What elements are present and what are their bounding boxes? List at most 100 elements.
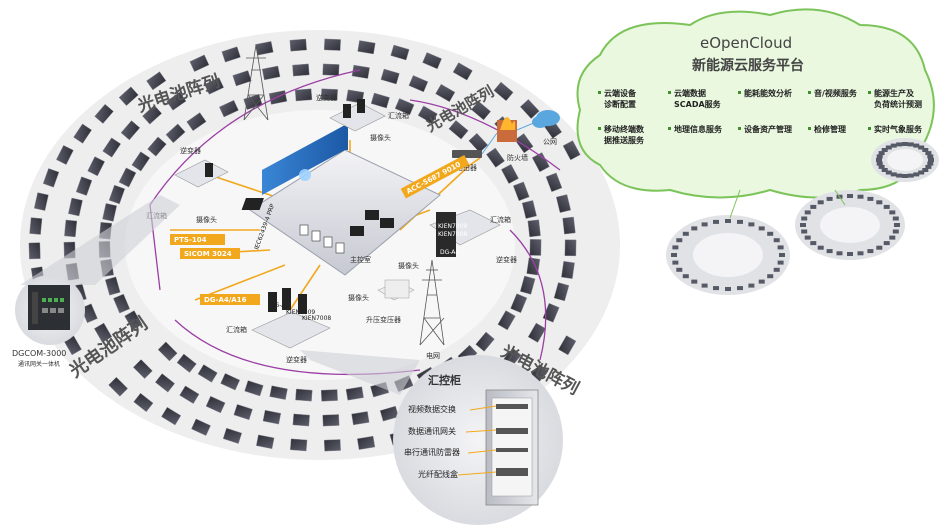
- panel-bottom: [322, 414, 340, 427]
- panel-bottom: [205, 395, 226, 414]
- mini-panel: [896, 142, 903, 147]
- mini-panel: [892, 229, 899, 234]
- mini-panel: [925, 164, 932, 169]
- mini-panel: [817, 245, 824, 250]
- panel-bottom: [351, 411, 370, 426]
- step-up-label: 升压变压器: [366, 315, 401, 324]
- panel-right: [529, 239, 542, 256]
- inverter-label-left: 逆变器: [180, 146, 201, 155]
- panel-top: [204, 77, 224, 95]
- panel-left: [68, 197, 83, 217]
- mini-panel: [876, 200, 883, 205]
- transmission-tower-grid: [419, 259, 445, 346]
- panel-bottom: [191, 418, 211, 436]
- panel-bottom: [222, 427, 243, 444]
- camera-label-bottom: 摄像头: [348, 293, 369, 302]
- service-bullet: [598, 127, 601, 130]
- service-bullet: [808, 127, 811, 130]
- panel-bottom: [176, 353, 197, 373]
- mini-panel: [777, 260, 784, 265]
- mini-panel: [881, 148, 888, 152]
- mini-panel: [817, 200, 824, 205]
- panel-bottom: [161, 406, 182, 426]
- panel-top: [394, 98, 415, 116]
- mini-panel: [682, 231, 689, 236]
- panel-top: [320, 88, 338, 101]
- mini-panel: [881, 168, 888, 172]
- mini-panel: [701, 283, 708, 288]
- panel-bottom: [220, 373, 241, 391]
- service-bullet: [738, 91, 741, 94]
- mini-panel: [876, 245, 883, 250]
- service-item-line2: SCADA服务: [674, 99, 722, 109]
- panel-bottom: [269, 385, 288, 400]
- inverter-house-right: KIEN7009 KIEN7008 DG-A4 汇流箱 逆变器 摄像头: [398, 209, 517, 270]
- mini-panel: [836, 251, 843, 256]
- panel-left: [124, 310, 143, 331]
- panel-right: [501, 164, 519, 184]
- public-network-cloud-icon: 公网: [532, 110, 560, 146]
- service-item-line2: 诊断配置: [604, 99, 636, 109]
- panel-right: [556, 194, 571, 213]
- panel-left: [94, 322, 113, 343]
- panel-bottom: [155, 373, 175, 393]
- mini-panel: [857, 251, 864, 256]
- mini-panel: [896, 173, 903, 178]
- mini-panel: [800, 223, 806, 227]
- camera-label-right: 摄像头: [398, 261, 419, 270]
- panel-top: [422, 52, 442, 70]
- panel-right: [562, 216, 576, 235]
- cabinet-item-2: 串行通讯防雷器: [404, 447, 460, 457]
- panel-right: [468, 132, 489, 153]
- mini-panel: [876, 161, 883, 166]
- mini-panel: [777, 245, 784, 250]
- panel-bottom: [290, 438, 308, 452]
- service-item: 设备资产管理: [744, 124, 792, 134]
- mini-panel: [767, 274, 774, 279]
- panel-left: [165, 123, 186, 144]
- service-item: 云端数据: [674, 88, 706, 98]
- mini-panel: [847, 194, 853, 198]
- mini-panel: [810, 241, 817, 246]
- mini-panel: [826, 196, 833, 201]
- mini-plant-panels: [671, 142, 934, 291]
- panel-top: [452, 62, 473, 81]
- mini-panel: [676, 267, 683, 272]
- mini-panel: [885, 170, 892, 175]
- service-bullet: [668, 127, 671, 130]
- panel-left: [131, 151, 151, 172]
- mini-panel: [925, 151, 932, 156]
- panel-left: [105, 276, 121, 296]
- mini-panel: [691, 226, 698, 231]
- panel-left: [120, 120, 141, 141]
- panel-top: [370, 92, 390, 109]
- panel-top: [219, 100, 239, 118]
- tag-dg: DG-A4/A16: [200, 294, 260, 305]
- cloud-platform: eOpenCloud 新能源云服务平台 云端设备诊断配置云端数据SCADA服务能…: [576, 8, 935, 199]
- mini-panel: [767, 231, 774, 236]
- control-cabinet-callout: 汇控柜 视频数据交换 数据通讯网关 串行通讯防雷器 光纤配线盒: [393, 355, 563, 525]
- panel-left: [28, 242, 41, 260]
- service-item-line2: 据推送服务: [604, 135, 645, 145]
- mini-panel: [907, 173, 914, 178]
- tag-sicom-text: SICOM 3024: [184, 250, 232, 258]
- panel-right: [519, 275, 536, 295]
- panel-left: [113, 293, 130, 314]
- cabinet-item-1: 数据通讯网关: [408, 426, 456, 436]
- mini-panel: [927, 154, 934, 159]
- mini-panel: [878, 164, 885, 169]
- mini-panel: [713, 219, 719, 224]
- panel-left: [166, 91, 187, 111]
- panel-right: [561, 261, 575, 279]
- mini-panel: [691, 279, 698, 284]
- panel-bottom: [475, 331, 495, 352]
- panel-right: [564, 239, 577, 257]
- mini-panel: [676, 238, 683, 243]
- inverter-label-right: 逆变器: [496, 255, 517, 264]
- panel-left: [64, 219, 78, 238]
- panel-left: [146, 71, 167, 91]
- panel-right: [513, 181, 530, 202]
- cabinet-item-3: 光纤配线盒: [418, 469, 458, 479]
- panel-right: [521, 200, 537, 219]
